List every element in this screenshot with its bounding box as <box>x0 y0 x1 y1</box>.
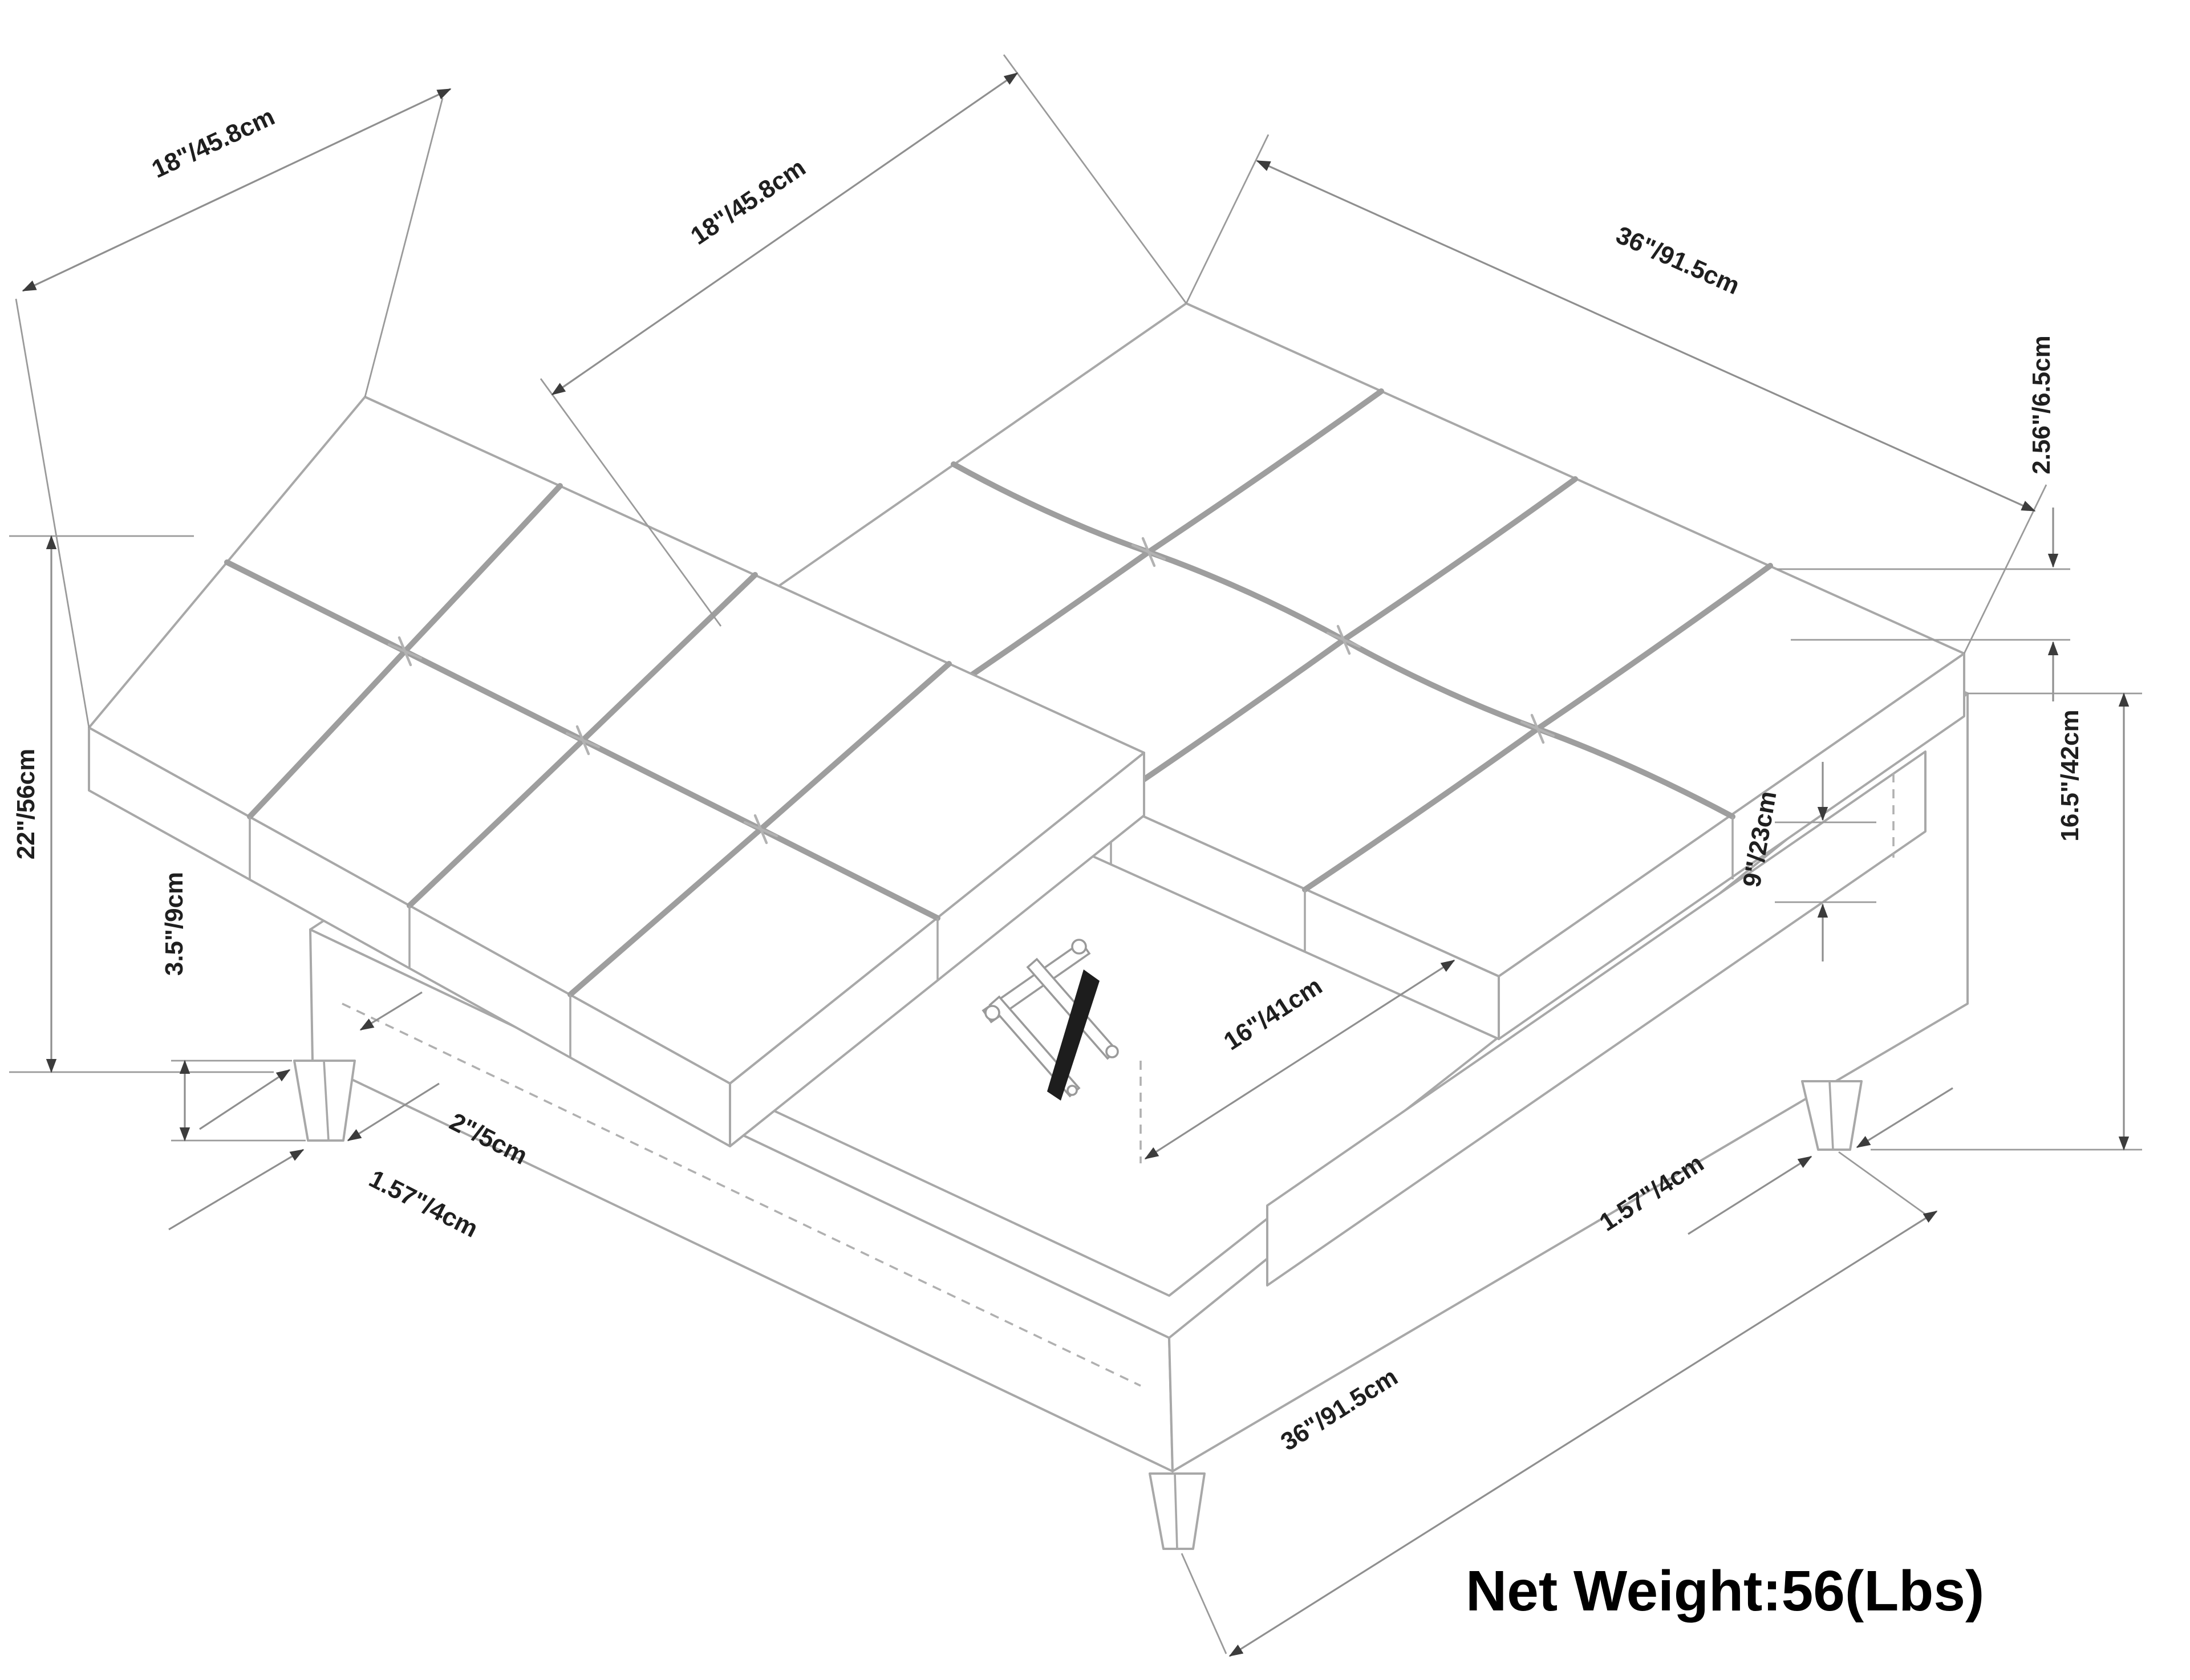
left-cushion <box>88 396 1145 1147</box>
net-weight-label: Net Weight:56(Lbs) <box>1466 1559 1984 1623</box>
lift-arm-shadow <box>1047 969 1100 1101</box>
legs <box>293 1060 1863 1550</box>
dim-label-leg-height: 3.5"/9cm <box>160 872 188 976</box>
dim-label-leg-bottom-width-left: 1.57"/4cm <box>364 1164 482 1243</box>
dim-label-cushion-left-width: 18"/45.8cm <box>148 103 279 184</box>
pivot-hole <box>984 1005 1000 1021</box>
pivot-hole <box>1105 1045 1119 1058</box>
dim-label-cushion-thickness: 2.56"/6.5cm <box>2027 335 2055 474</box>
dimension-leg-height: 3.5"/9cm <box>160 872 306 1142</box>
dim-label-cushion-right-length: 36"/91.5cm <box>1612 221 1743 300</box>
right-cushion-side-face <box>1498 652 1965 1040</box>
dim-label-storage-interior-width: 16"/41cm <box>1219 972 1327 1056</box>
tuft-buttons <box>387 636 778 845</box>
dimension-overall-height: 22"/56cm <box>9 535 274 1073</box>
wall-hidden-line <box>342 1003 1141 1387</box>
dim-label-cushion-right-width: 18"/45.8cm <box>686 153 810 250</box>
right-leg-edge <box>1828 1081 1834 1150</box>
dimension-cushion-thickness: 2.56"/6.5cm <box>1777 335 2070 701</box>
dim-label-overall-height: 22"/56cm <box>12 749 40 860</box>
front-leg-edge <box>1174 1473 1178 1549</box>
tuft-buttons <box>1131 537 1555 744</box>
dimension-base-height: 16.5"/42cm <box>1871 692 2142 1151</box>
front-leg <box>1149 1472 1206 1550</box>
pivot-hole <box>1066 1085 1078 1096</box>
left-leg-edge <box>323 1060 330 1141</box>
left-leg <box>293 1060 356 1142</box>
pivot-hole <box>1071 939 1087 955</box>
dim-label-base-height: 16.5"/42cm <box>2056 709 2084 841</box>
lift-mechanism <box>982 939 1119 1101</box>
